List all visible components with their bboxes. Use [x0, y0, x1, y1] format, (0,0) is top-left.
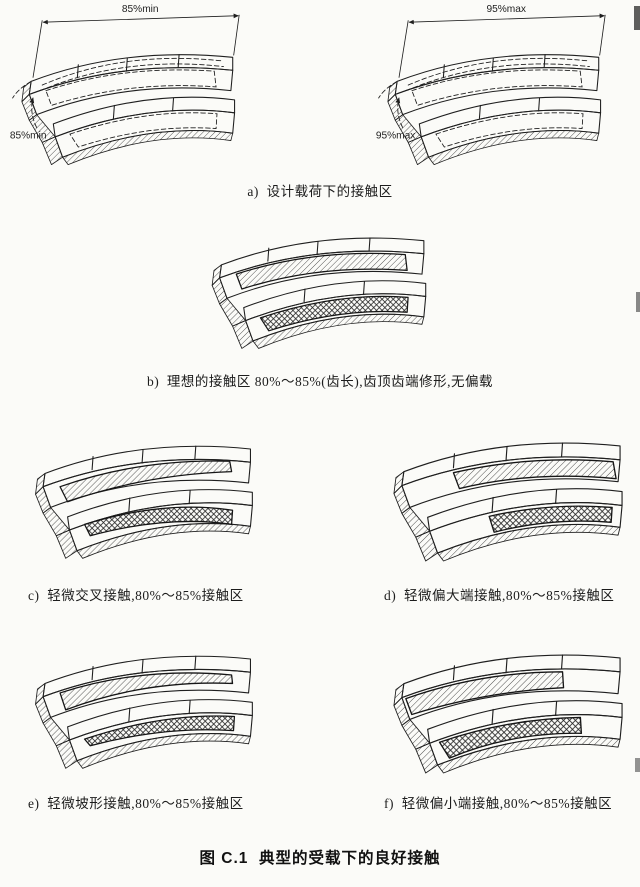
contact-extent-dashed [407, 57, 590, 86]
figure-f [386, 640, 628, 779]
caption-c: c) 轻微交叉接触,80%～85%接触区 [28, 588, 244, 603]
contact-outline-dashed [69, 112, 218, 148]
contact-patch [83, 506, 234, 537]
side-label: 85%min [10, 131, 47, 142]
figure-b [204, 224, 432, 354]
gear-body [12, 54, 236, 166]
contact-patch [452, 459, 617, 490]
gear-drawing-a-left: 85%min 85%min [10, 4, 240, 166]
dimension-label: 85%min [122, 4, 159, 15]
leader-line [395, 97, 404, 129]
gear-drawing-f [393, 654, 623, 774]
contact-patch [405, 671, 565, 716]
dimension-line [42, 13, 239, 25]
contact-patch [488, 505, 613, 533]
gear-drawing-c [34, 445, 253, 559]
leader-line [29, 97, 38, 129]
scan-artifact [634, 6, 640, 30]
gear-drawing-b [211, 237, 427, 349]
caption-d: d) 轻微偏大端接触,80%～85%接触区 [384, 588, 615, 603]
dimension-extension-line [233, 14, 240, 56]
scan-artifact [636, 292, 640, 312]
figure-c [28, 432, 258, 564]
contact-outline-dashed [435, 112, 584, 148]
figure-a-left: 85%min 85%min [0, 0, 262, 172]
figure-a-right: 95%max 95%max [366, 0, 628, 172]
contact-outline-dashed [411, 69, 583, 106]
gear-drawing-d [393, 442, 623, 562]
caption-a: a) 设计载荷下的接触区 [247, 184, 393, 199]
dimension-extension-line [32, 20, 43, 78]
dimension-extension-line [599, 14, 606, 56]
gear-drawing-e [34, 655, 253, 769]
figure-d [386, 428, 628, 567]
contact-patch [59, 672, 234, 711]
contact-patch [59, 460, 233, 503]
contact-patch [235, 252, 408, 290]
dimension-extension-line [398, 20, 409, 78]
caption-e: e) 轻微坡形接触,80%～85%接触区 [28, 796, 244, 811]
figure-title: 图 C.1 典型的受载下的良好接触 [199, 850, 441, 867]
contact-extent-dashed [405, 63, 590, 92]
contact-extent-dashed [41, 57, 224, 86]
dimension-line [408, 13, 605, 25]
gear-body [378, 54, 602, 166]
caption-b: b) 理想的接触区 80%～85%(齿长),齿顶齿端修形,无偏载 [146, 374, 494, 389]
contact-patch [438, 716, 583, 759]
scan-artifact [635, 758, 640, 772]
dimension-label: 95%max [486, 4, 526, 15]
contact-patch [83, 715, 236, 747]
pitch-arc-dashed [12, 80, 32, 99]
figure-e [28, 642, 258, 774]
caption-f: f) 轻微偏小端接触,80%～85%接触区 [384, 796, 613, 811]
pitch-arc-dashed [378, 80, 398, 99]
contact-extent-dashed [39, 63, 224, 92]
contact-outline-dashed [45, 69, 217, 106]
contact-patch [259, 295, 409, 332]
side-label: 95%max [376, 131, 416, 142]
gear-drawing-a-right: 95%max 95%max [376, 4, 606, 166]
